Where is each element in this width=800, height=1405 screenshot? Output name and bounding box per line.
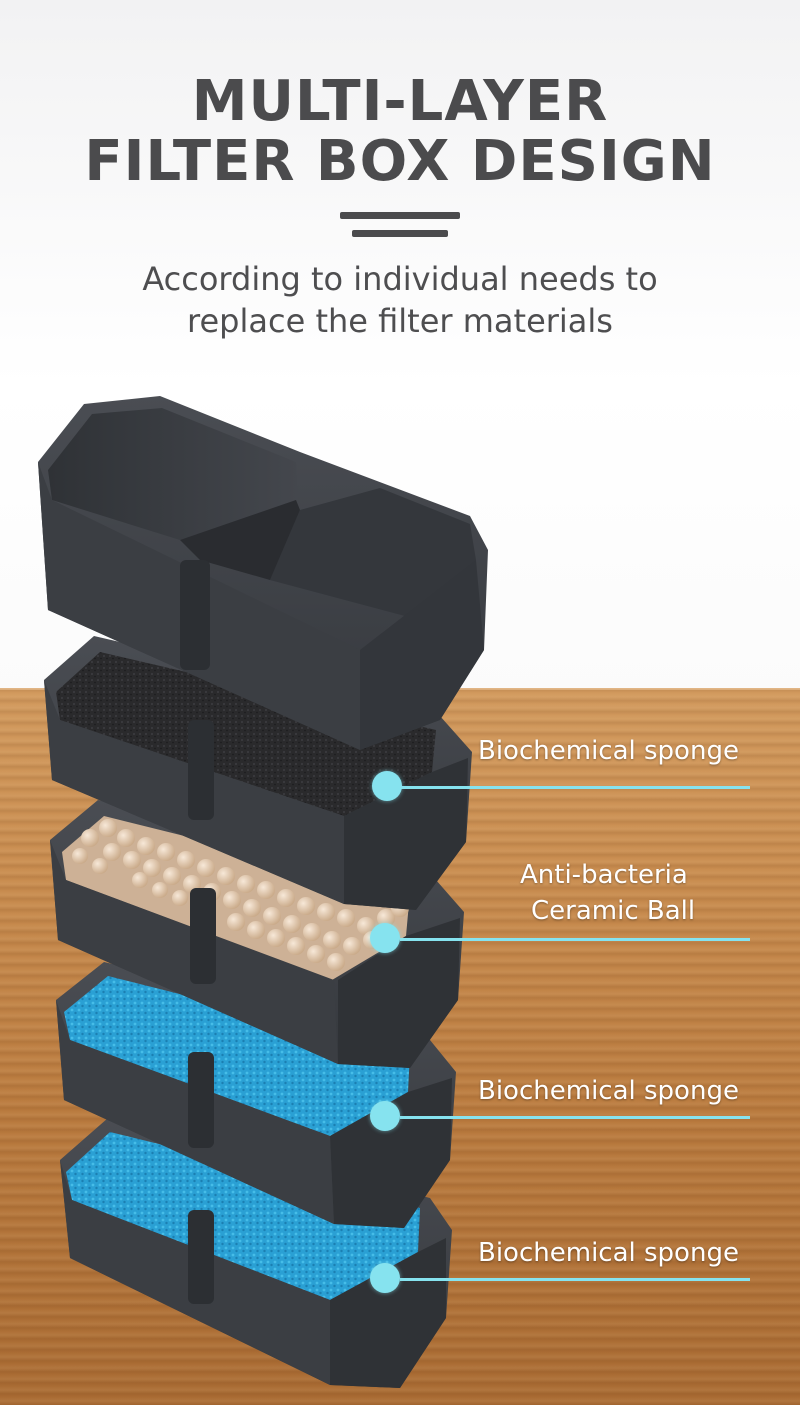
callout-dot-3 — [370, 1101, 400, 1131]
divider-short — [352, 230, 448, 237]
callout-label-1: Biochemical sponge — [478, 736, 739, 766]
callout-line-3 — [400, 1116, 750, 1119]
subheading-line-2: replace the filter materials — [187, 302, 613, 340]
heading-line-2: FILTER BOX DESIGN — [84, 129, 716, 194]
callout-line-1 — [400, 786, 750, 789]
callout-label-2a: Anti-bacteria — [520, 860, 688, 890]
callout-label-2b: Ceramic Ball — [531, 896, 696, 926]
subheading-line-1: According to individual needs to — [142, 260, 658, 298]
callout-label-3: Biochemical sponge — [478, 1076, 739, 1106]
callout-label-4: Biochemical sponge — [478, 1238, 739, 1268]
callout-dot-1 — [372, 771, 402, 801]
callout-line-2 — [400, 938, 750, 941]
heading-line-1: MULTI-LAYER — [191, 69, 609, 134]
callout-dot-4 — [370, 1263, 400, 1293]
tray-layer-3 — [50, 800, 464, 1068]
callout-dot-2 — [370, 923, 400, 953]
callout-line-4 — [400, 1278, 750, 1281]
divider-long — [340, 212, 460, 219]
tray-layer-5 — [60, 1118, 452, 1388]
tray-layer-1 — [38, 396, 488, 750]
